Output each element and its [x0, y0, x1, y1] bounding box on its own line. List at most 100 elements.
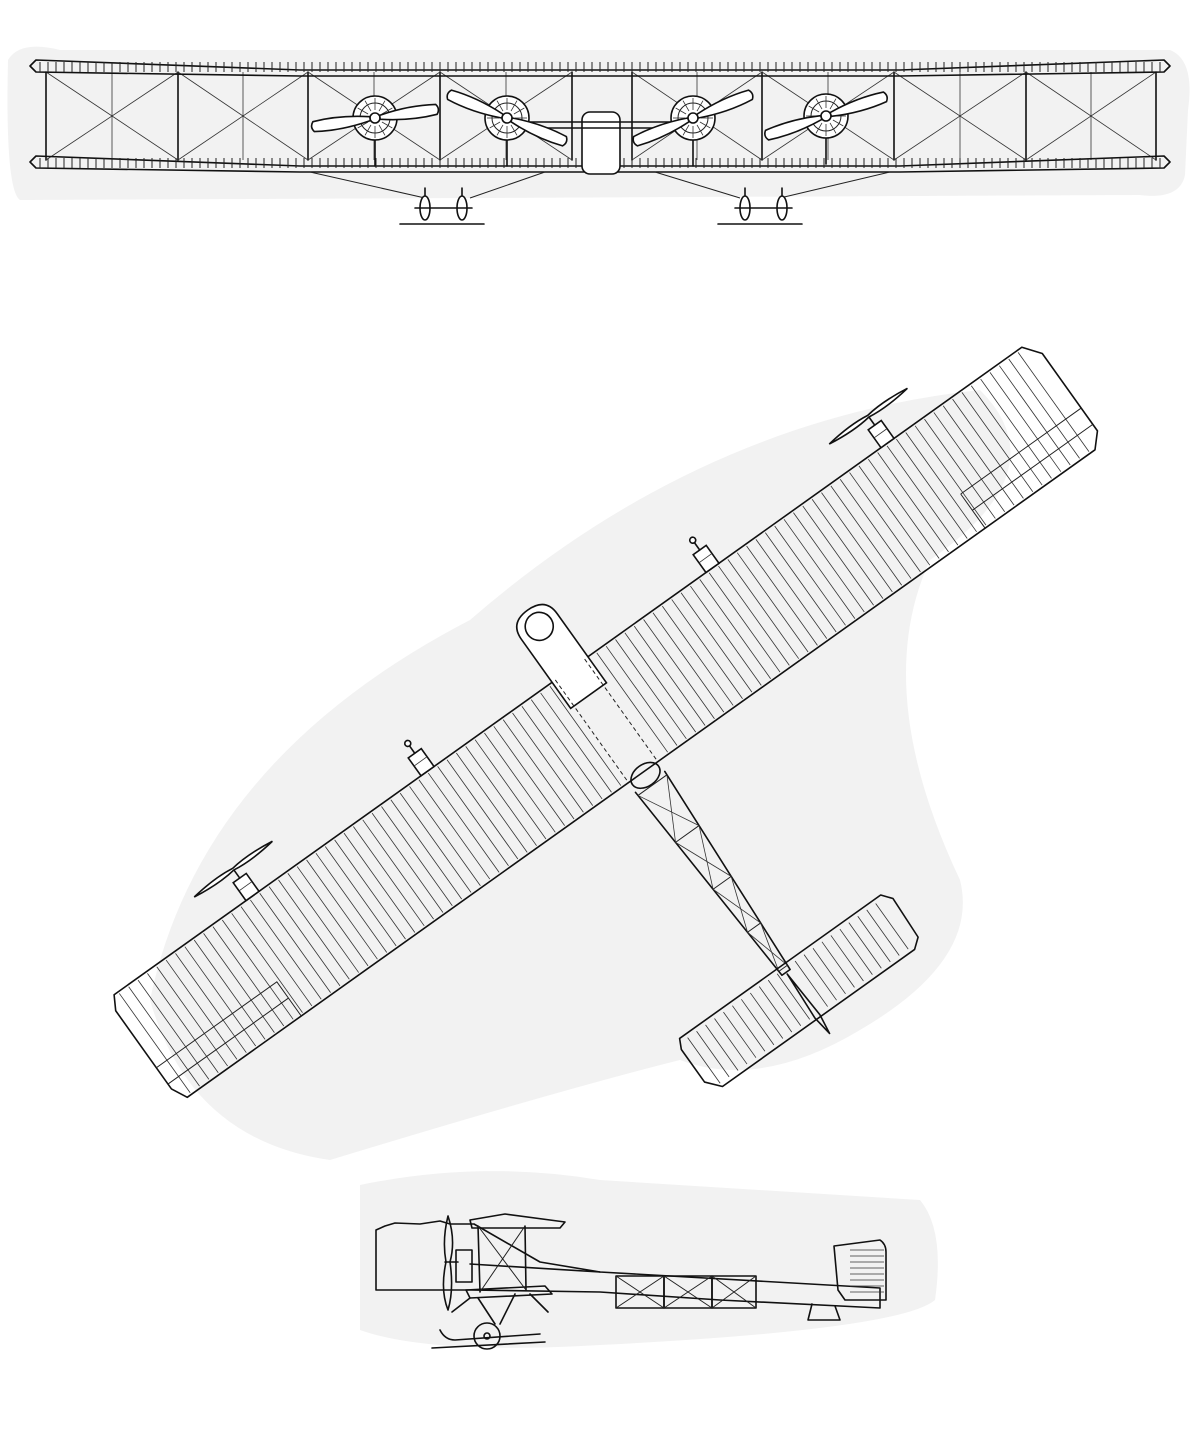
cylinder-fin	[808, 105, 820, 113]
cylinder-fin	[815, 122, 823, 134]
wing-rib	[493, 726, 565, 826]
cylinder-fin	[496, 100, 504, 112]
wing-rib	[278, 879, 350, 980]
tail-rib	[696, 1031, 730, 1078]
wing-rib	[877, 452, 949, 553]
propeller	[764, 91, 888, 141]
bulkhead	[675, 825, 700, 843]
prop-shaft	[868, 416, 876, 426]
wing-rib	[296, 866, 369, 967]
lower-wing-ribs	[39, 158, 1161, 168]
engine-detail	[238, 881, 253, 892]
wing-rib	[802, 505, 874, 606]
tailskid	[807, 1303, 841, 1321]
wing-rib	[334, 839, 406, 940]
propeller-blade	[695, 89, 754, 119]
engine-top	[403, 739, 436, 777]
wing-rib	[456, 752, 528, 853]
wing-rib	[502, 719, 575, 820]
upper-wing-ribs	[39, 62, 1161, 72]
propeller-blade	[378, 103, 440, 121]
wing-rib	[381, 806, 453, 907]
tail-rib	[741, 999, 775, 1046]
propeller-blade	[764, 114, 823, 141]
rear-cockpit	[630, 761, 661, 790]
wing-rib	[671, 599, 743, 699]
propeller-blade	[828, 387, 908, 445]
brace-wire	[637, 795, 700, 826]
engine-top	[688, 536, 721, 574]
brace-wire	[747, 931, 788, 966]
tail-rib	[776, 973, 811, 1020]
wing-rib	[755, 539, 828, 639]
wing-rib	[437, 766, 509, 866]
wing-rib	[268, 886, 341, 987]
brace-wire	[730, 876, 748, 933]
interplane-struts	[45, 71, 1157, 161]
lower-wing-side	[465, 1285, 553, 1299]
cylinder-fin	[510, 100, 518, 112]
brace-wire	[666, 774, 676, 843]
landing-gear-right	[654, 171, 891, 225]
tail-rib	[794, 960, 828, 1007]
bulkhead	[637, 774, 668, 796]
propeller-blade	[509, 117, 568, 147]
cylinder-fin	[378, 124, 386, 136]
wing-rib	[540, 692, 612, 793]
lower-wing	[29, 155, 1171, 173]
tail-rib	[803, 954, 837, 1001]
wing-rib	[652, 612, 725, 713]
propeller-blade	[829, 91, 888, 118]
landing-gear-left	[309, 171, 546, 225]
wing-rib	[886, 445, 959, 546]
propeller-blade	[193, 840, 273, 898]
wing-rib	[287, 873, 360, 973]
tail-rib	[857, 916, 891, 963]
landing-gear-side	[431, 1293, 549, 1350]
upper-wing	[29, 59, 1171, 77]
wing-rib	[371, 812, 444, 913]
cylinder-fin	[832, 119, 844, 127]
propeller	[632, 89, 754, 147]
wing-rib	[633, 625, 706, 726]
rear-strut	[524, 1225, 527, 1291]
top-view-shadow	[150, 390, 1011, 1160]
cylinder-fin	[378, 100, 386, 112]
cylinder-fin	[489, 121, 501, 129]
cylinder-fin	[696, 100, 704, 112]
wing-rib	[811, 499, 884, 599]
cylinder-fin	[364, 100, 372, 112]
wing-rib	[718, 565, 790, 666]
wing-rib	[839, 478, 912, 579]
cylinder-fin	[682, 100, 690, 112]
cylinder-fin	[513, 107, 525, 115]
brace-wire	[698, 825, 714, 890]
wing-rib	[484, 732, 556, 833]
upper-wing-side	[469, 1213, 566, 1229]
brace-wire	[675, 842, 732, 877]
cylinder-fin	[364, 124, 372, 136]
ailerons	[156, 407, 1094, 1085]
cylinder-fin	[675, 107, 687, 115]
wing-rib	[1017, 352, 1090, 452]
cylinder-fin	[357, 121, 369, 129]
wing-rib	[343, 832, 416, 933]
propeller-hub	[369, 112, 381, 124]
tail-rib	[830, 935, 864, 982]
front-strut	[477, 1225, 481, 1293]
wing-rib	[708, 572, 781, 673]
wing-rib	[231, 913, 303, 1013]
tail-rib	[758, 986, 793, 1033]
strut-bracing	[477, 1225, 527, 1293]
tail-rib	[821, 941, 855, 988]
wing-rib	[315, 852, 388, 953]
tail-rib	[723, 1011, 757, 1058]
tailplane-ribs	[687, 903, 909, 1084]
wing-rib	[399, 792, 472, 893]
wing-rib	[427, 772, 500, 873]
cylinder-fin	[496, 124, 504, 136]
engine-detail	[873, 428, 888, 439]
side-view-shadow	[360, 1171, 938, 1348]
bulkhead	[712, 875, 732, 890]
